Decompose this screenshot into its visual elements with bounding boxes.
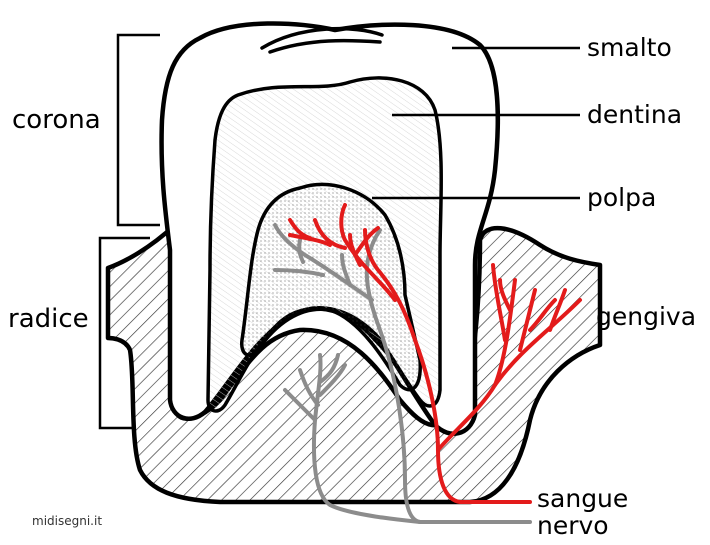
watermark: midisegni.it <box>32 514 102 528</box>
label-nervo: nervo <box>537 511 609 540</box>
nerve-lines <box>273 223 532 524</box>
label-dentina: dentina <box>587 100 682 129</box>
label-gengiva: gengiva <box>596 302 696 331</box>
radice-bracket <box>98 236 150 430</box>
label-smalto: smalto <box>587 33 672 62</box>
label-radice: radice <box>8 304 89 334</box>
label-polpa: polpa <box>587 183 656 212</box>
label-corona: corona <box>12 105 101 135</box>
crown-groove <box>260 26 384 54</box>
blood-vessel-lines <box>288 203 582 504</box>
label-sangue: sangue <box>537 484 628 513</box>
corona-bracket <box>116 33 160 227</box>
